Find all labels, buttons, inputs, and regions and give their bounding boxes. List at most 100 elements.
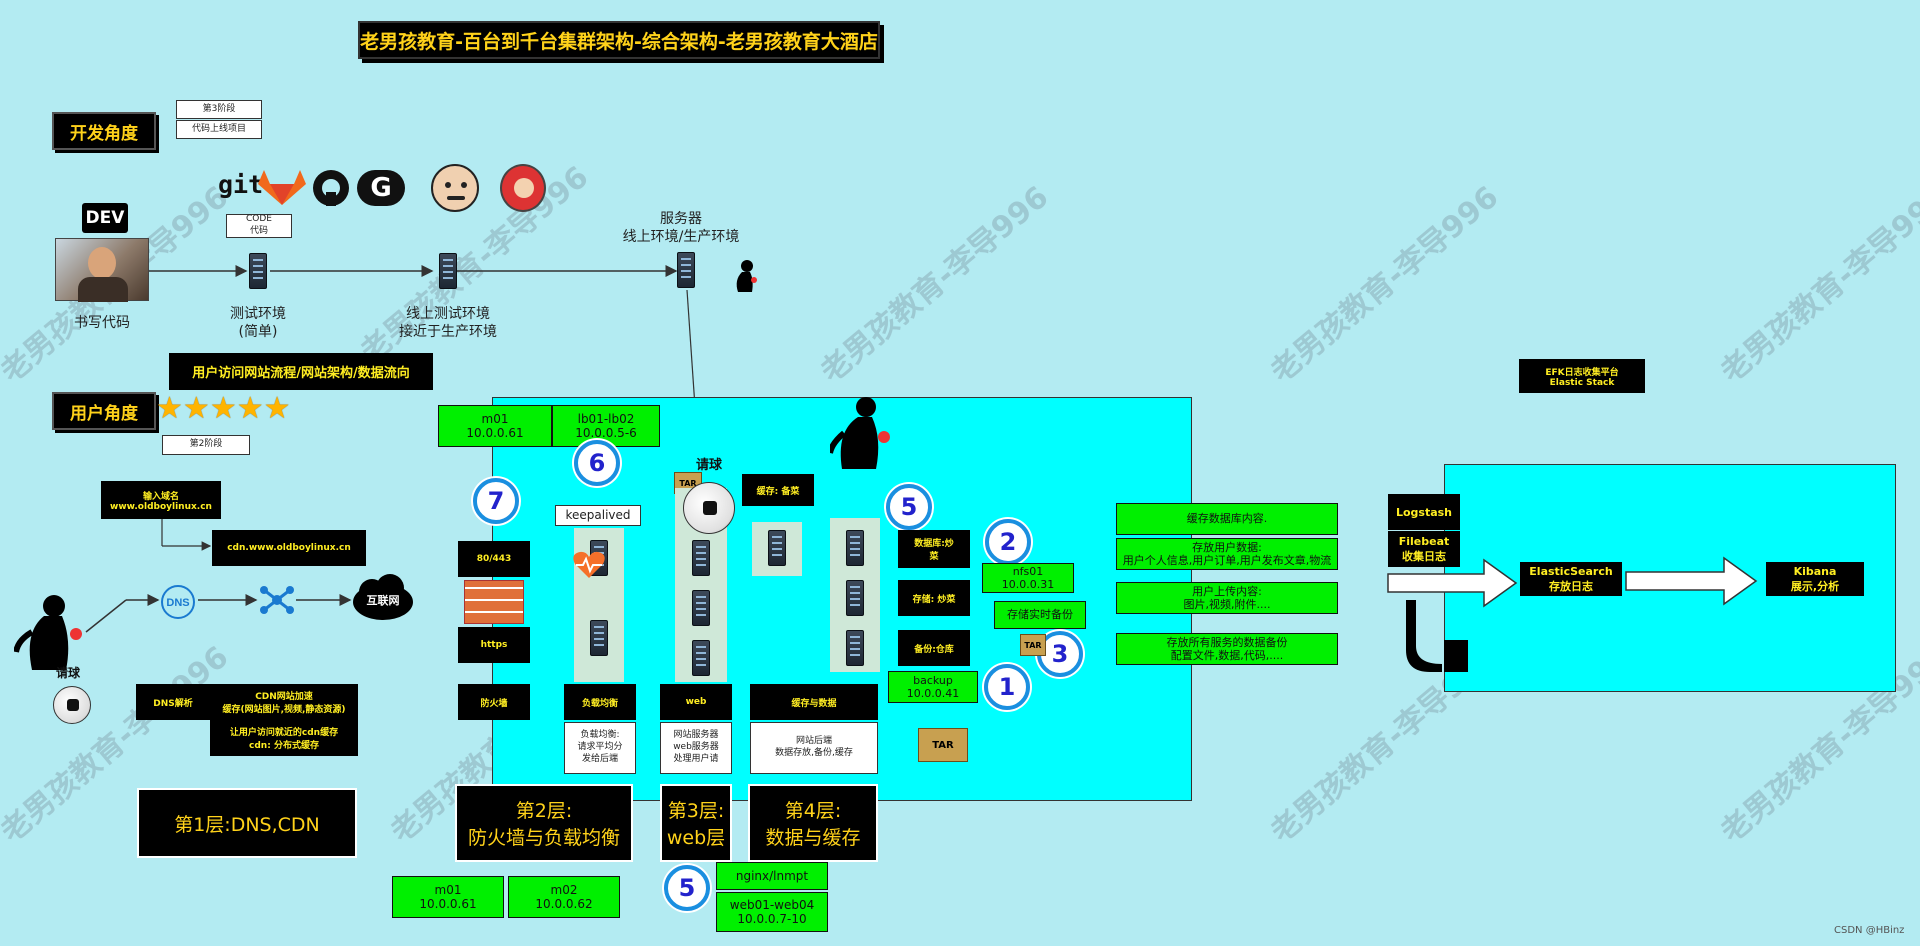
production-server-label: 服务器线上环境/生产环境 xyxy=(622,211,740,246)
lb02-server-icon xyxy=(590,620,608,656)
cache-data-desc: 网站后端数据存放,备份,缓存 xyxy=(750,722,878,774)
firewall-icon xyxy=(464,580,524,624)
dev-badge: DEV xyxy=(82,203,128,233)
desc-cache-db: 缓存数据库内容. xyxy=(1116,503,1338,535)
desc-upload: 用户上传内容:图片,视频,附件.... xyxy=(1116,582,1338,614)
star-icon: ★ xyxy=(156,391,183,426)
step-2-badge: 2 xyxy=(985,519,1031,565)
dev-stage-desc: 代码上线项目 xyxy=(176,120,262,139)
step-6-badge: 6 xyxy=(574,440,620,486)
lb-desc: 负载均衡:请求平均分发给后端 xyxy=(564,722,636,774)
storage-server-icon xyxy=(846,580,864,616)
web01-server-icon xyxy=(692,540,710,576)
cdn-network-icon xyxy=(258,584,296,616)
cache-data-label: 缓存与数据 xyxy=(750,684,878,720)
elastic-logo-icon xyxy=(1404,600,1470,674)
gitlab-icon xyxy=(254,168,310,206)
tar-icon-small: TAR xyxy=(1020,634,1046,656)
soccer-ball-icon xyxy=(53,686,91,724)
star-icon: ★ xyxy=(182,391,210,426)
user-flow-title: 用户访问网站流程/网站架构/数据流向 xyxy=(169,353,433,390)
git-logo-text: git xyxy=(218,170,264,199)
cache-server-icon xyxy=(768,530,786,566)
silhouette-small-icon xyxy=(730,258,760,294)
firewall-label: 防火墙 xyxy=(458,684,530,720)
keepalived-heart-icon xyxy=(572,550,606,580)
arrow-to-es-icon xyxy=(1386,558,1518,608)
backup-server-icon xyxy=(846,630,864,666)
test-server-icon xyxy=(249,253,267,289)
db-label: 数据库:炒菜 xyxy=(898,530,970,568)
dev-perspective-heading: 开发角度 xyxy=(52,112,156,150)
realtime-backup-box: 存储实时备份 xyxy=(994,601,1086,629)
web03-server-icon xyxy=(692,640,710,676)
lb-label: 负载均衡 xyxy=(564,684,636,720)
desc-backup: 存放所有服务的数据备份配置文件,数据,代码,.... xyxy=(1116,633,1338,665)
user-silhouette-icon xyxy=(13,592,86,672)
backup-label: 备份:仓库 xyxy=(898,630,970,666)
rating-stars: ★★★★★ xyxy=(156,394,291,424)
star-icon: ★ xyxy=(209,391,237,426)
credit-text: CSDN @HBinz xyxy=(1834,925,1905,936)
web02-server-icon xyxy=(692,590,710,626)
step-1-badge: 1 xyxy=(984,664,1030,710)
online-test-env-label: 线上测试环境接近于生产环境 xyxy=(399,306,497,341)
layer4-label: 第4层:数据与缓存 xyxy=(748,784,878,862)
internet-cloud-icon: 互联网 xyxy=(350,572,416,624)
dns-icon: DNS xyxy=(158,584,198,620)
keepalived-label: keepalived xyxy=(555,505,641,526)
arrow-to-kibana-icon xyxy=(1624,556,1758,606)
dns-resolve-box: DNS解析 xyxy=(136,684,210,720)
svg-text:DNS: DNS xyxy=(166,597,189,609)
online-test-server-icon xyxy=(439,253,457,289)
layer1-label: 第1层:DNS,CDN xyxy=(137,788,357,858)
https-box: https xyxy=(458,627,530,663)
silhouette-icon xyxy=(827,395,892,470)
cache-label: 缓存: 备菜 xyxy=(742,474,814,506)
step-7-badge: 7 xyxy=(473,478,519,524)
web-label: web xyxy=(660,684,732,720)
gogs-icon: G xyxy=(357,170,405,206)
port-box: 80/443 xyxy=(458,541,530,577)
tar-icon-large: TAR xyxy=(918,728,968,762)
layer2-label: 第2层:防火墙与负载均衡 xyxy=(455,784,633,862)
page-title: 老男孩教育-百台到千台集群架构-综合架构-老男孩教育大酒店 xyxy=(358,21,880,59)
user-stage-label: 第2阶段 xyxy=(162,435,250,455)
star-icon: ★ xyxy=(236,391,264,426)
jenkins-red-icon xyxy=(500,164,546,212)
web-request-label: 请球 xyxy=(696,458,723,473)
star-icon: ★ xyxy=(263,391,291,426)
test-env-label: 测试环境(简单) xyxy=(230,306,286,341)
nginx-box: nginx/lnmpt xyxy=(716,862,828,890)
write-code-label: 书写代码 xyxy=(74,315,130,331)
step-5-bottom-badge: 5 xyxy=(664,865,710,911)
desc-user-data: 存放用户数据:用户个人信息,用户订单,用户发布文章,物流 xyxy=(1116,538,1338,570)
github-icon xyxy=(313,170,349,206)
logstash-box: Logstash xyxy=(1388,494,1460,530)
storage-label: 存储: 炒菜 xyxy=(898,580,970,616)
user-perspective-heading: 用户角度 xyxy=(52,392,156,430)
cdn-accel-box: CDN网站加速缓存(网站图片,视频,静态资源) xyxy=(210,684,358,720)
db-server-icon xyxy=(846,530,864,566)
layer3-label: 第3层:web层 xyxy=(660,784,732,862)
step-5-badge: 5 xyxy=(886,484,932,530)
cdn-domain-box: cdn.www.oldboylinux.cn xyxy=(212,530,366,566)
jenkins-icon xyxy=(431,164,479,212)
user-request-label: 请球 xyxy=(56,666,81,680)
production-server-icon xyxy=(677,252,695,288)
